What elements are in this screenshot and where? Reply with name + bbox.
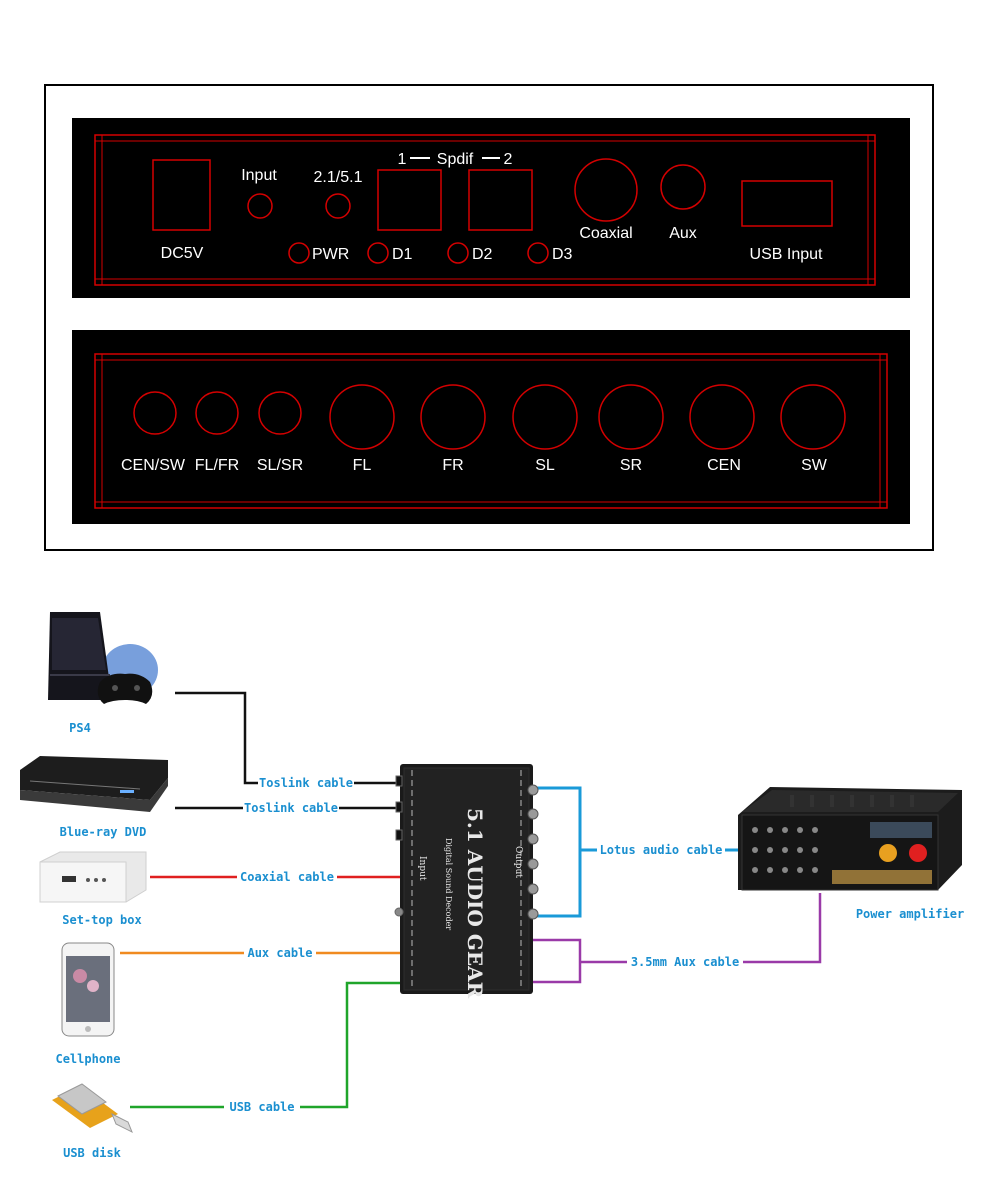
fr-port	[420, 384, 486, 450]
cable-labels: Toslink cable Toslink cable Coaxial cabl…	[224, 775, 743, 1115]
usb-cable	[130, 981, 400, 1109]
decoder-subtitle: Digital Sound Decoder	[444, 838, 453, 930]
pwr-led	[288, 242, 310, 264]
aux-35-cable	[580, 893, 822, 964]
cen-sw-label: CEN/SW	[121, 457, 186, 474]
front-panel: DC5V Input 2.1/5.1 1 Spdif 2 Coaxial Aux…	[72, 118, 910, 298]
settop-box-icon	[39, 851, 147, 903]
sr-port	[598, 384, 664, 450]
fl-label: FL	[353, 457, 372, 474]
cellphone-label: Cellphone	[55, 1052, 120, 1066]
ps4-console-icon	[48, 612, 158, 704]
decoder-output-label: Output	[513, 846, 523, 878]
rear-panel: CEN/SW FL/FR SL/SR FL FR SL SR CEN SW	[72, 330, 910, 524]
sr-label: SR	[620, 457, 642, 474]
settop-label: Set-top box	[62, 913, 141, 927]
d2-label: D2	[472, 246, 493, 263]
mode-switch	[325, 193, 351, 219]
fr-label: FR	[442, 457, 463, 474]
d1-led	[367, 242, 389, 264]
sl-port	[512, 384, 578, 450]
coaxial-label: Coaxial	[579, 225, 632, 242]
spdif-1-port	[377, 169, 442, 231]
usb-cable-label: USB cable	[229, 1100, 294, 1114]
bluray-player-icon	[20, 756, 168, 812]
toslink-cable-2-label: Toslink cable	[244, 801, 338, 815]
usb-disk-icon	[52, 1083, 133, 1134]
input-label: Input	[241, 167, 277, 184]
d1-label: D1	[392, 246, 413, 263]
decoder-box-icon: 5.1 AUDIO GEAR Digital Sound Decoder Inp…	[394, 764, 539, 999]
pwr-label: PWR	[312, 246, 349, 263]
spdif-2-label: 2	[504, 151, 513, 168]
input-switch	[247, 193, 273, 219]
ps4-label: PS4	[69, 721, 91, 735]
cen-sw-port	[133, 391, 177, 435]
power-amplifier-icon	[738, 787, 962, 891]
dc5v-label: DC5V	[161, 245, 204, 262]
sl-sr-port	[258, 391, 302, 435]
aux-cable-label: Aux cable	[247, 946, 312, 960]
toslink-cable-1	[175, 691, 400, 785]
lotus-cable-label: Lotus audio cable	[600, 843, 723, 857]
fl-fr-label: FL/FR	[195, 457, 239, 474]
dc5v-port	[152, 159, 211, 231]
spdif-1-label: 1	[398, 151, 407, 168]
output-jacks	[527, 784, 539, 920]
cen-label: CEN	[707, 457, 741, 474]
usb-input-port	[741, 180, 833, 227]
mode-label: 2.1/5.1	[314, 169, 363, 186]
fl-port	[329, 384, 395, 450]
decoder-input-label: Input	[417, 856, 427, 881]
toslink-cable-1-label: Toslink cable	[259, 776, 353, 790]
aux-35-cable-label: 3.5mm Aux cable	[631, 955, 739, 969]
lotus-cable-bracket	[533, 786, 582, 918]
rear-panel-bg	[72, 330, 910, 524]
d3-label: D3	[552, 246, 573, 263]
aux-label: Aux	[669, 225, 697, 242]
decoder-title: 5.1 AUDIO GEAR	[463, 808, 487, 999]
d3-led	[527, 242, 549, 264]
front-panel-bg	[72, 118, 910, 298]
input-jacks	[394, 775, 404, 917]
cen-port	[689, 384, 755, 450]
aux-35-cable-bracket	[533, 938, 582, 984]
fl-fr-port	[195, 391, 239, 435]
usb-input-label: USB Input	[750, 246, 823, 263]
bluray-label: Blue-ray DVD	[60, 825, 147, 839]
cellphone-icon	[61, 942, 115, 1037]
aux-port	[660, 164, 706, 210]
spdif-2-port	[468, 169, 533, 231]
coaxial-cable-label: Coaxial cable	[240, 870, 334, 884]
d2-led	[447, 242, 469, 264]
sw-label: SW	[801, 457, 828, 474]
sl-label: SL	[535, 457, 555, 474]
amplifier-label: Power amplifier	[856, 907, 964, 921]
sl-sr-label: SL/SR	[257, 457, 303, 474]
usb-disk-label: USB disk	[63, 1146, 122, 1160]
coaxial-port	[574, 158, 638, 222]
spdif-label: Spdif	[437, 151, 474, 168]
sw-port	[780, 384, 846, 450]
